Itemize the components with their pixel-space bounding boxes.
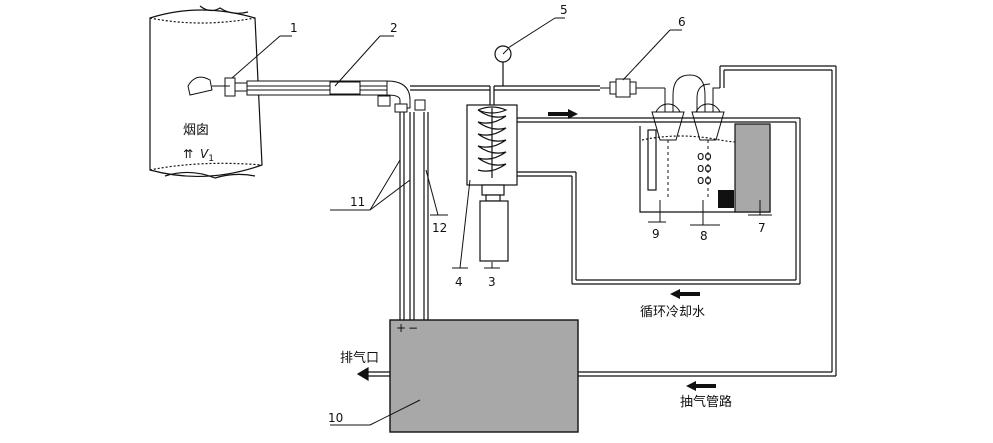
signal-wires xyxy=(399,112,429,320)
impinger-bubbles-3: oo xyxy=(697,173,712,187)
heated-sampling-line xyxy=(246,80,426,113)
label-6: 6 xyxy=(678,15,686,29)
cooling-flow-arrow xyxy=(548,109,578,119)
label-2: 2 xyxy=(390,21,398,35)
flow-velocity-subscript: 1 xyxy=(208,154,214,164)
flow-velocity-label: V1 xyxy=(200,147,214,164)
suction-flow-arrow xyxy=(686,381,716,391)
suction-pipeline-label: 抽气管路 xyxy=(680,394,732,410)
exhaust-port xyxy=(356,366,390,382)
impinger-train xyxy=(651,74,725,200)
exhaust-port-label: 排气口 xyxy=(340,350,379,366)
label-9: 9 xyxy=(652,227,660,241)
chimney xyxy=(149,5,263,179)
leader-lines xyxy=(231,17,772,426)
cooling-water-loop xyxy=(517,117,801,285)
label-5: 5 xyxy=(560,3,568,17)
impinger-bubbles-2: oo xyxy=(697,161,712,175)
pump-motor xyxy=(718,190,734,208)
cooling-water-label: 循环冷却水 xyxy=(640,305,705,320)
label-11: 11 xyxy=(350,195,365,209)
impinger-bubbles: oo xyxy=(697,149,712,163)
label-1: 1 xyxy=(290,21,298,35)
collection-bottle xyxy=(479,184,509,262)
label-7: 7 xyxy=(758,221,766,235)
suction-pipeline xyxy=(578,65,837,377)
circulating-pump xyxy=(734,123,771,213)
label-10: 10 xyxy=(328,411,343,425)
control-box xyxy=(389,319,579,433)
plus-terminal: + xyxy=(396,321,406,335)
filter xyxy=(600,78,665,98)
pressure-gauge-needle xyxy=(502,48,509,55)
flow-arrows: ⇈ xyxy=(183,147,193,161)
flow-velocity-symbol: V xyxy=(200,147,209,161)
sample-gas-line xyxy=(410,62,600,105)
condenser xyxy=(466,104,518,186)
label-12: 12 xyxy=(432,221,447,235)
cooling-return-arrow xyxy=(670,289,700,299)
label-8: 8 xyxy=(700,229,708,243)
label-4: 4 xyxy=(455,275,463,289)
chimney-label: 烟囱 xyxy=(183,123,209,138)
label-3: 3 xyxy=(488,275,496,289)
minus-terminal: − xyxy=(408,321,418,335)
